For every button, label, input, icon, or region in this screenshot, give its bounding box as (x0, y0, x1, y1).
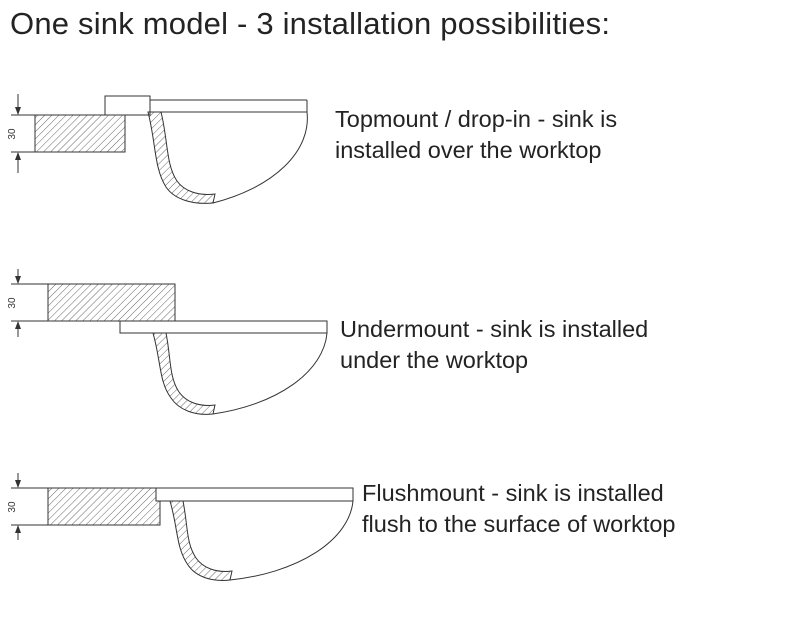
topmount-label: Topmount / drop-in - sink is installed o… (335, 104, 617, 166)
sink-bowl-curve (212, 111, 308, 204)
flushmount-label-line2: flush to the surface of worktop (362, 511, 676, 538)
sink-wall-section (147, 111, 216, 204)
dimension-label: 30 (8, 128, 18, 140)
sink-flange (119, 320, 328, 334)
undermount-label: Undermount - sink is installed under the… (340, 314, 648, 376)
dimension-label: 30 (8, 297, 18, 309)
dimension-label: 30 (8, 501, 18, 513)
topmount-label-line1: Topmount / drop-in - sink is (335, 106, 618, 132)
undermount-label-line2: under the worktop (340, 347, 529, 374)
sink-flange (104, 95, 151, 116)
worktop-section (47, 283, 176, 322)
undermount-label-line1: Undermount - sink is installed (340, 316, 649, 342)
dimension-arrow-up-icon (15, 525, 21, 533)
sink-bowl-curve (212, 332, 328, 415)
worktop-section (47, 487, 161, 526)
undermount-drawing: 30 (8, 269, 328, 415)
sink-bowl-curve (229, 500, 354, 581)
dimension-arrow-up-icon (15, 321, 21, 329)
page-title: One sink model - 3 installation possibil… (10, 6, 611, 41)
worktop-section (34, 114, 126, 153)
flushmount-drawing: 30 (8, 473, 354, 581)
sink-wall-section (169, 500, 233, 581)
topmount-label-line2: installed over the worktop (335, 137, 602, 164)
dimension-arrow-down-icon (15, 276, 21, 284)
sink-flange (155, 487, 354, 502)
topmount-drawing: 30 (8, 94, 308, 204)
sink-wall-section (152, 332, 216, 415)
flushmount-label: Flushmount - sink is installed flush to … (362, 478, 676, 540)
dimension-arrow-up-icon (15, 152, 21, 160)
flushmount-label-line1: Flushmount - sink is installed (362, 480, 664, 506)
dimension-arrow-down-icon (15, 480, 21, 488)
dimension-arrow-down-icon (15, 107, 21, 115)
